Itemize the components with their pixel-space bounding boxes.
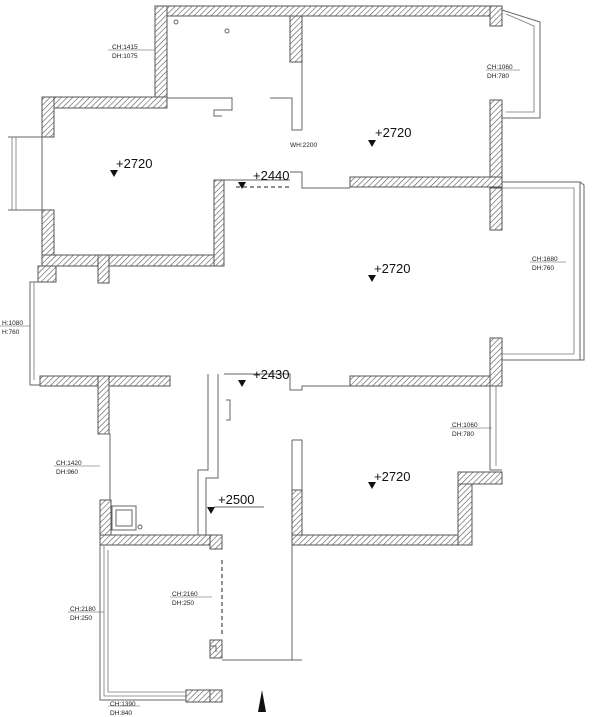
- level-marker-upper-right: [368, 140, 376, 147]
- bottom-window-ch: CH:1390: [110, 701, 136, 708]
- level-living-room: +2720: [374, 261, 411, 276]
- level-marker-corridor-lower: [238, 380, 246, 387]
- level-marker-living: [368, 275, 376, 282]
- right-top-window-ch: CH:1060: [487, 64, 513, 71]
- level-corridor-lower: +2430: [253, 367, 290, 382]
- level-marker-lower-right: [368, 482, 376, 489]
- level-upper-right-room: +2720: [375, 125, 412, 140]
- partitions: [8, 9, 585, 701]
- level-upper-left-room: +2720: [116, 156, 153, 171]
- top-window-dh: DH:1075: [112, 53, 138, 60]
- inner-window-dh: DH:250: [172, 600, 194, 607]
- left-lower-window-dh: DH:960: [56, 469, 78, 476]
- inner-window-ch: CH:2160: [172, 591, 198, 598]
- level-marker-kitchen-corridor: [207, 507, 215, 514]
- right-top-window-dh: DH:780: [487, 73, 509, 80]
- entrance-arrow-icon: [258, 690, 266, 712]
- level-corridor-upper: +2440: [253, 168, 290, 183]
- level-lower-right-room: +2720: [374, 469, 411, 484]
- walls: [37, 5, 503, 703]
- right-mid-window-ch: CH:1680: [532, 256, 558, 263]
- top-window-ch: CH:1415: [112, 44, 138, 51]
- right-lower-window-dh: DH:780: [452, 431, 474, 438]
- right-lower-window-ch: CH:1060: [452, 422, 478, 429]
- left-bottom-window-dh: DH:250: [70, 615, 92, 622]
- level-kitchen-corridor: +2500: [218, 492, 255, 507]
- bottom-window-dh: DH:840: [110, 710, 132, 717]
- level-marker-corridor-upper: [238, 182, 246, 189]
- left-bottom-window-ch: CH:2180: [70, 606, 96, 613]
- level-markers: +2720 +2720 +2440 +2720 +2430 +2720 +250…: [110, 125, 412, 514]
- left-mid-window-ch: H:1080: [2, 320, 23, 327]
- left-lower-window-ch: CH:1420: [56, 460, 82, 467]
- level-marker-upper-left: [110, 170, 118, 177]
- left-mid-window-dh: H:760: [2, 329, 20, 336]
- right-mid-window-dh: DH:760: [532, 265, 554, 272]
- annotations: CH:1415 DH:1075 CH:1060 DH:780 WH:2200 C…: [0, 44, 566, 717]
- door-height: WH:2200: [290, 142, 317, 149]
